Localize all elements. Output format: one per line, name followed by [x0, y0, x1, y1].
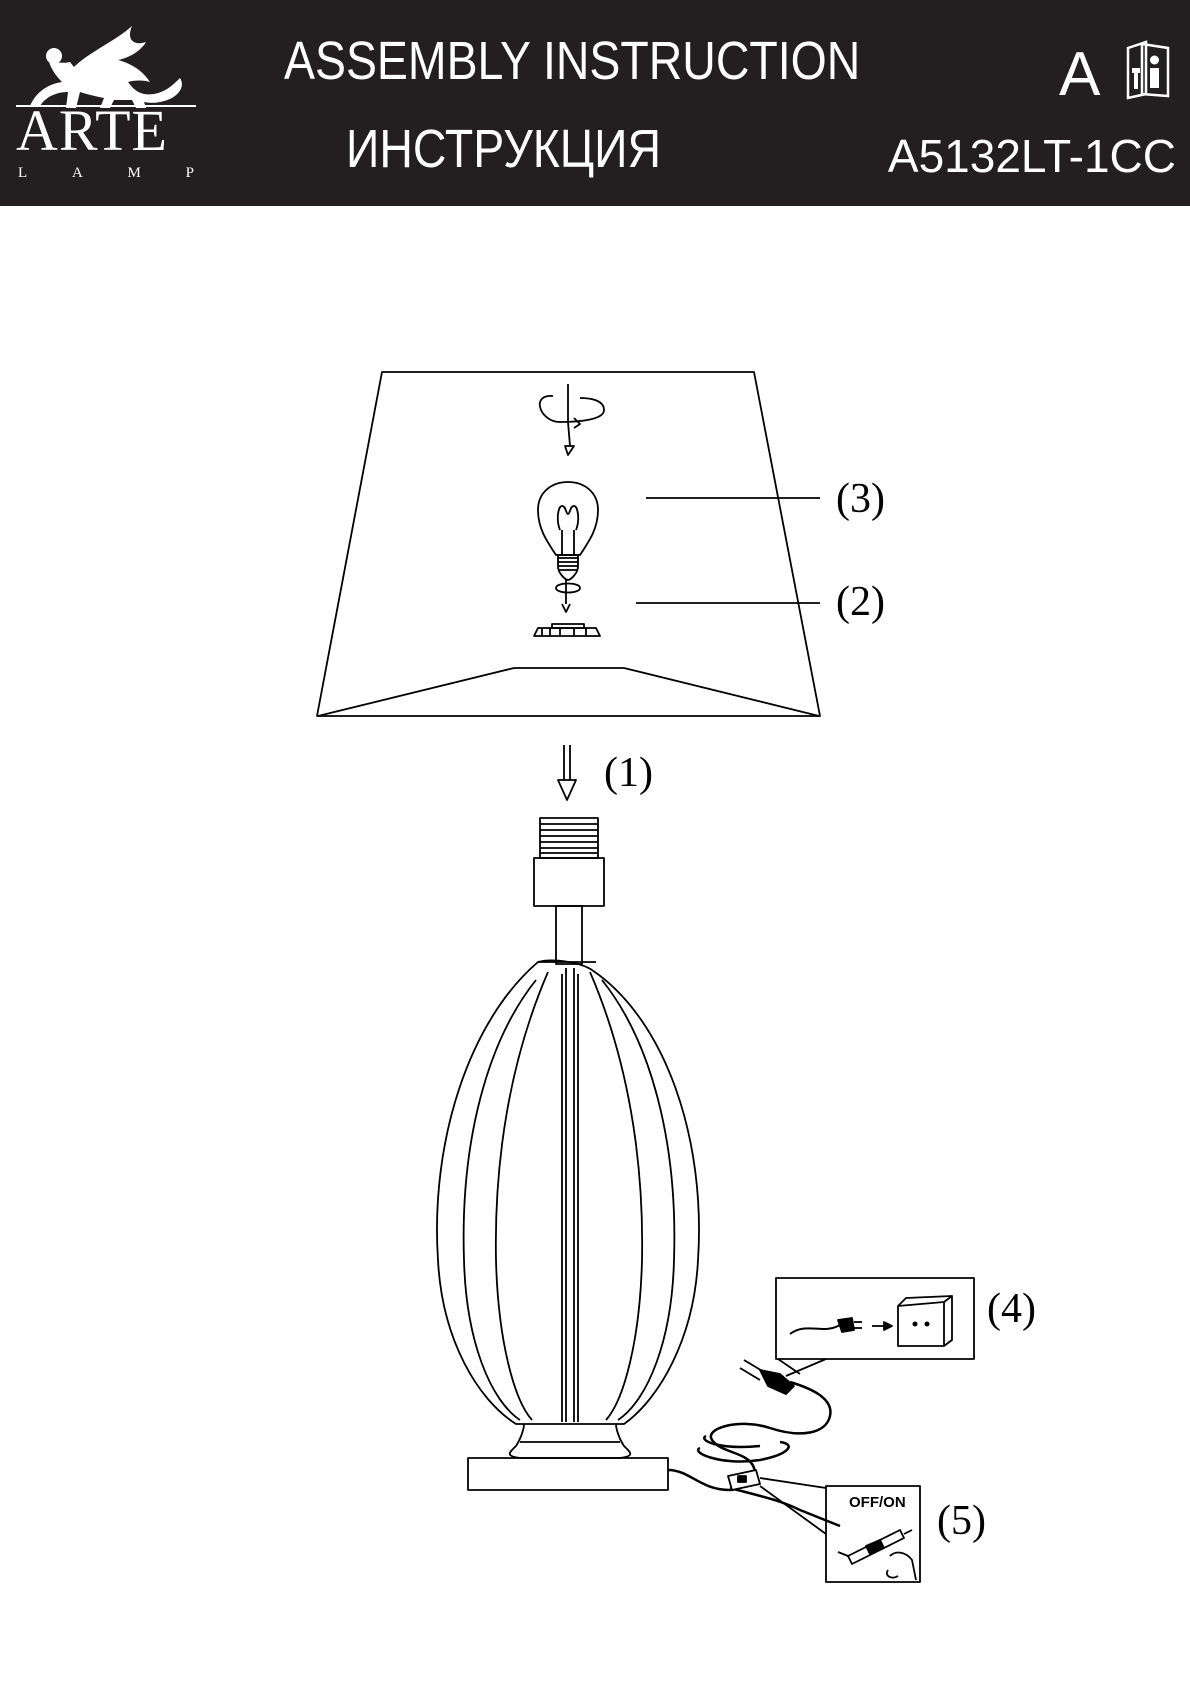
info-manual-icon — [1126, 40, 1170, 100]
step-label-2: (2) — [836, 579, 885, 625]
brand-subtitle: L A M P — [18, 166, 194, 181]
plug-icon — [739, 1359, 795, 1395]
brand-sub-letter: L — [18, 165, 28, 181]
model-number: A5132LT-1CC — [887, 130, 1176, 182]
rotate-arrow-icon — [538, 384, 605, 456]
shade-holder-icon — [533, 623, 601, 637]
document-letter: A — [1059, 40, 1101, 109]
step-label-4: (4) — [987, 1286, 1036, 1332]
title-english: ASSEMBLY INSTRUCTION — [284, 31, 861, 91]
griffin-logo-icon — [16, 26, 196, 108]
lamp-body — [436, 959, 700, 1491]
brand-sub-letter: M — [127, 165, 141, 181]
step-label-3: (3) — [836, 476, 885, 522]
title-russian: ИНСТРУКЦИЯ — [346, 119, 662, 179]
step-label-5: (5) — [937, 1498, 986, 1544]
detail-box-switch — [759, 1477, 921, 1583]
switch-label: OFF/ON — [849, 1494, 906, 1511]
detail-box-socket — [775, 1277, 975, 1377]
shade-ring-icon — [555, 580, 581, 613]
lamp-socket — [533, 817, 605, 965]
brand-sub-letter: A — [71, 165, 83, 181]
brand-sub-letter: P — [185, 165, 194, 181]
lamp-shade — [316, 371, 821, 717]
down-arrow-icon — [557, 745, 577, 801]
power-cable — [667, 1380, 841, 1528]
assembly-drawing — [316, 371, 975, 1583]
header-bar: ARTE L A M P ASSEMBLY INSTRUCTION ИНСТРУ… — [0, 0, 1190, 206]
brand-name: ARTE — [16, 98, 168, 163]
inline-switch-icon — [727, 1469, 761, 1491]
step-label-1: (1) — [604, 750, 653, 796]
light-bulb-icon — [537, 481, 599, 581]
